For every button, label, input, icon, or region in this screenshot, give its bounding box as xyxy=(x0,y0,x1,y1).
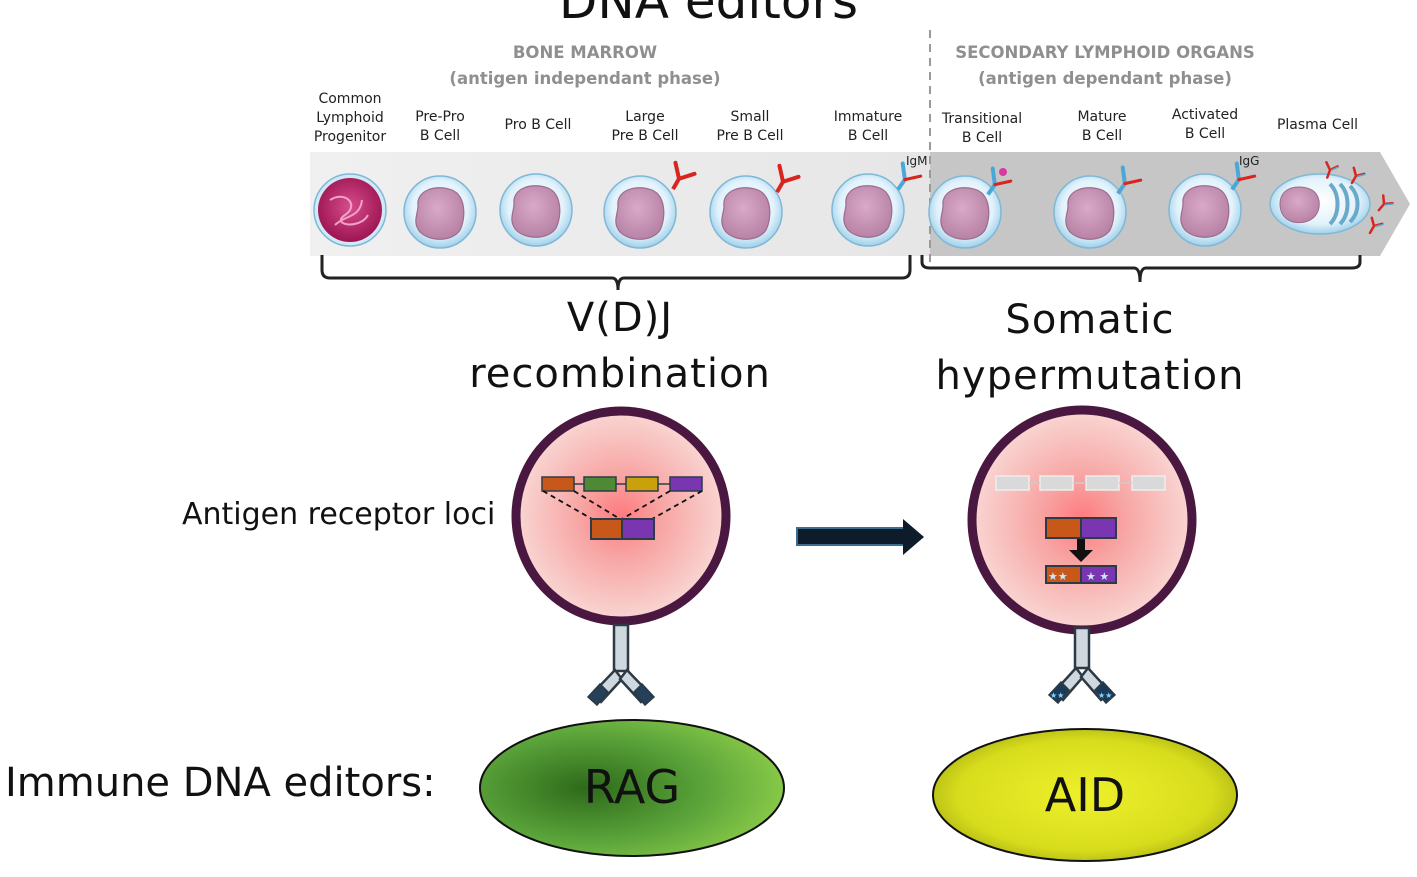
stage-label-line: Pre B Cell xyxy=(716,128,784,144)
shm-antibody-icon: ★★ ★★ xyxy=(1047,626,1117,705)
aid-label: AID xyxy=(1044,768,1126,822)
phase-name: SECONDARY LYMPHOID ORGANS xyxy=(955,43,1255,62)
stage-label-line: B Cell xyxy=(419,128,461,144)
stage-label-small-pre-b-cell: Small Pre B Cell xyxy=(700,108,800,146)
stage-label-common-lymphoid-progenitor: Common Lymphoid Progenitor xyxy=(300,90,400,147)
cell-pre-pro-b xyxy=(403,175,477,249)
stage-label-line: Lymphoid xyxy=(316,110,384,126)
stage-label-pro-b-cell: Pro B Cell xyxy=(488,116,588,135)
stage-label-line: Plasma Cell xyxy=(1276,117,1359,133)
stage-label-plasma-cell: Plasma Cell xyxy=(1265,116,1370,135)
locus-segment xyxy=(625,476,659,492)
cell-pro-b xyxy=(499,173,573,247)
phase-subtitle: (antigen dependant phase) xyxy=(978,69,1232,88)
mutation-arrow xyxy=(1069,550,1093,562)
recombined-segment xyxy=(621,518,655,540)
antigen-receptor-loci-label: Antigen receptor loci xyxy=(182,497,496,532)
somatic-hypermutation-label: Somatic hypermutation xyxy=(910,292,1270,404)
stage-label-line: B Cell xyxy=(1184,126,1226,142)
phase-header-secondary-lymphoid: SECONDARY LYMPHOID ORGANS (antigen depen… xyxy=(950,40,1260,92)
vdj-bracket xyxy=(320,255,912,291)
stage-label-line: Pro B Cell xyxy=(504,117,572,133)
stage-label-large-pre-b-cell: Large Pre B Cell xyxy=(595,108,695,146)
stage-label-line: Pre B Cell xyxy=(611,128,679,144)
shm-nucleus: ★★ ★ ★ xyxy=(967,405,1197,635)
svg-text:★★: ★★ xyxy=(1050,691,1064,700)
rag-label: RAG xyxy=(583,760,681,814)
phase-name: BONE MARROW xyxy=(512,43,658,62)
svg-text:★ ★: ★ ★ xyxy=(1086,570,1109,583)
igm-label: IgM xyxy=(906,154,928,168)
svg-text:★★: ★★ xyxy=(1048,570,1068,583)
stage-label-immature-b-cell: Immature B Cell xyxy=(818,108,918,146)
cell-plasma xyxy=(1269,161,1395,238)
stage-label-line: B Cell xyxy=(961,130,1003,146)
cell-transitional-b xyxy=(928,166,1013,249)
aid-ellipse xyxy=(932,728,1238,862)
process-label-line: hypermutation xyxy=(935,353,1245,399)
svg-text:★★: ★★ xyxy=(1098,691,1112,700)
rag-ellipse xyxy=(479,719,785,857)
stage-label-line: B Cell xyxy=(847,128,889,144)
vdj-nucleus xyxy=(511,406,731,626)
transition-arrow xyxy=(796,519,924,555)
process-label-line: Somatic xyxy=(1005,297,1175,343)
stage-label-mature-b-cell: Mature B Cell xyxy=(1052,108,1152,146)
stage-label-line: Activated xyxy=(1171,107,1239,123)
locus-segment xyxy=(541,476,575,492)
vdj-antibody-icon xyxy=(586,623,656,707)
shm-bracket xyxy=(920,255,1362,283)
stage-label-transitional-b-cell: Transitional B Cell xyxy=(932,110,1032,148)
immune-dna-editors-label: Immune DNA editors: xyxy=(5,760,436,806)
igg-label: IgG xyxy=(1239,154,1260,168)
stage-label-activated-b-cell: Activated B Cell xyxy=(1155,106,1255,144)
stage-label-line: Transitional xyxy=(941,111,1023,127)
cell-common-lymphoid-progenitor xyxy=(313,173,387,247)
process-label-line: V(D)J xyxy=(566,295,674,341)
phase-subtitle: (antigen independant phase) xyxy=(449,69,721,88)
recombined-segment xyxy=(590,518,623,540)
locus-segment xyxy=(583,476,617,492)
process-label-line: recombination xyxy=(469,351,771,397)
stage-label-line: B Cell xyxy=(1081,128,1123,144)
stage-label-line: Large xyxy=(625,109,665,125)
stage-label-line: Common xyxy=(318,91,382,107)
stage-label-line: Small xyxy=(730,109,770,125)
vdj-recombination-label: V(D)J recombination xyxy=(440,290,800,402)
diagram-title: DNA editors xyxy=(558,0,859,30)
stage-label-line: Progenitor xyxy=(313,129,387,145)
stage-label-line: Mature xyxy=(1077,109,1127,125)
stage-label-line: Immature xyxy=(833,109,903,125)
locus-segment xyxy=(669,476,703,492)
stage-label-line: Pre-Pro xyxy=(415,109,465,125)
phase-header-bone-marrow: BONE MARROW (antigen independant phase) xyxy=(440,40,730,92)
stage-label-pre-pro-b-cell: Pre-Pro B Cell xyxy=(395,108,485,146)
